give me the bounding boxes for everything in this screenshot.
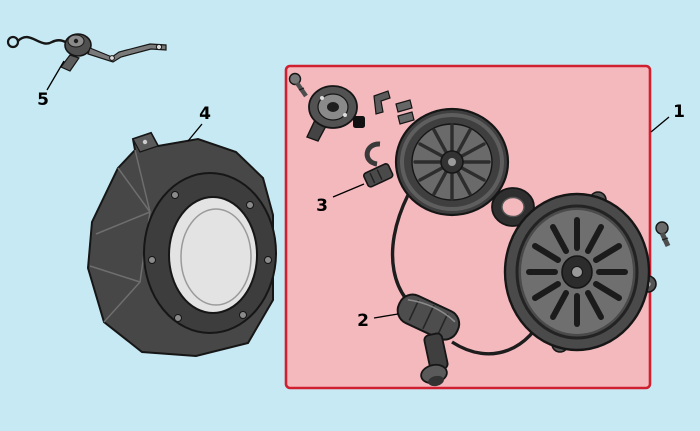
part-friction-plate[interactable] [306, 85, 358, 142]
callout-5-label[interactable]: 5 [37, 90, 49, 110]
callout-5-leader [46, 60, 65, 91]
part-flange-bolt-right[interactable] [655, 221, 671, 248]
callout-1-leader [650, 116, 670, 133]
callout-5[interactable]: 5 [37, 60, 65, 110]
part-blower-housing[interactable] [86, 131, 277, 358]
part-pawl-set[interactable] [353, 90, 415, 188]
callout-2-label[interactable]: 2 [357, 311, 369, 331]
part-starter-grip[interactable] [393, 290, 464, 388]
part-stop-switch[interactable] [6, 33, 167, 72]
callout-4-label[interactable]: 4 [199, 104, 211, 124]
callout-3-leader [332, 183, 365, 198]
callout-3-label[interactable]: 3 [316, 196, 328, 216]
part-flange-bolt-top[interactable] [288, 72, 308, 98]
callout-2[interactable]: 2 [357, 311, 399, 331]
callout-4[interactable]: 4 [187, 104, 211, 142]
part-recoil-housing[interactable] [503, 191, 657, 353]
callout-2-leader [373, 313, 399, 319]
part-washer-ring[interactable] [491, 187, 535, 227]
callout-1-label[interactable]: 1 [673, 102, 685, 122]
callout-3[interactable]: 3 [316, 183, 365, 216]
callout-1[interactable]: 1 [650, 102, 685, 133]
part-rope-reel[interactable] [394, 107, 510, 217]
callout-4-leader [187, 123, 203, 142]
